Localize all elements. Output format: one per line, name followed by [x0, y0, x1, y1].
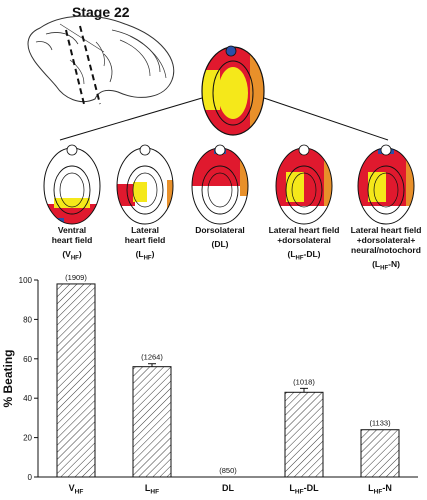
region-orange: [406, 156, 414, 206]
explant-neural-tube: [380, 144, 392, 156]
explant-neural-tube: [139, 144, 151, 156]
bar: [360, 429, 400, 478]
x-tick-label: DL: [222, 483, 234, 493]
region-orange: [240, 156, 248, 196]
inner-ring: [212, 60, 254, 126]
y-ticks: 0 20 40 60 80 100: [19, 276, 38, 482]
explant-abbreviation: (LHF-DL): [287, 249, 320, 262]
region-yellow: [368, 172, 386, 202]
sample-size-label: (1264): [141, 353, 163, 362]
bar: [284, 391, 324, 478]
explant-cavity: [291, 172, 317, 208]
explant-inner-ring: [126, 165, 164, 215]
bar: [56, 283, 96, 478]
explant-label: heart field: [125, 235, 166, 245]
explant-abbreviation: (LHF): [136, 249, 155, 262]
cross-section-large: [201, 45, 265, 136]
explant-cavity: [59, 172, 85, 208]
explant-neural-tube: [214, 144, 226, 156]
explant-diagram: Dorsolateral (DL): [191, 144, 249, 249]
x-tick-label: VHF: [69, 483, 84, 496]
sample-size-label: (1909): [65, 273, 87, 282]
projection-lines: [59, 97, 389, 141]
explant-label: Lateral heart field: [351, 225, 422, 235]
explant-label: +dorsolateral+: [357, 235, 416, 245]
explant-diagram: Lateral heart field+dorsolateral+neural/…: [351, 144, 422, 272]
explant-inner-ring: [285, 165, 323, 215]
explant-label: neural/notochord: [351, 245, 421, 255]
explant-neural-tube: [298, 144, 310, 156]
explant-label: Dorsolateral: [195, 225, 245, 235]
explant-diagram: Lateral heart field+dorsolateral (LHF-DL): [269, 144, 340, 262]
inner-cavity: [218, 67, 248, 119]
y-tick-label: 40: [23, 394, 32, 403]
y-tick-label: 80: [23, 315, 32, 324]
explant-abbreviation: (VHF): [62, 249, 82, 262]
x-tick-labels: VHF LHF DL LHF-DL LHF-N: [69, 483, 392, 496]
explant-inner-ring: [367, 165, 405, 215]
explant-cavity: [373, 172, 399, 208]
neural-tube: [225, 45, 237, 57]
region-yellow: [202, 70, 220, 110]
explant-label: Lateral: [131, 225, 159, 235]
explant-label: Lateral heart field: [269, 225, 340, 235]
embryo-drawing: [27, 15, 175, 103]
explant-label: heart field: [52, 235, 93, 245]
y-tick-label: 0: [28, 473, 33, 482]
section-plane-lines: [65, 25, 101, 105]
explant-neural-tube: [66, 144, 78, 156]
region-orange: [167, 180, 173, 210]
beating-bar-chart: % Beating 0 20 40 60 80 100 (1909) (1264) (850)…: [1, 273, 418, 496]
x-tick-label: LHF-N: [368, 483, 392, 496]
sample-size-label: (1133): [369, 419, 391, 428]
explant-abbreviation: (DL): [212, 239, 229, 249]
region-yellow: [133, 182, 147, 202]
x-tick-label: LHF: [145, 483, 159, 496]
region-yellow: [54, 198, 90, 208]
region-yellow: [286, 172, 304, 202]
y-tick-label: 100: [19, 276, 33, 285]
region-red: [117, 184, 135, 206]
explant-abbreviation: (LHF-N): [372, 259, 400, 272]
explant-inner-ring: [201, 165, 239, 215]
explant-label: +dorsolateral: [277, 235, 331, 245]
bars: (1909) (1264) (850) (1018) (1133): [56, 273, 400, 478]
explant-label: Ventral: [58, 225, 86, 235]
x-tick-label: LHF-DL: [289, 483, 319, 496]
y-tick-label: 20: [23, 434, 32, 443]
sample-size-label: (850): [219, 466, 237, 475]
explant-cavity: [207, 172, 233, 208]
sample-size-label: (1018): [293, 377, 315, 386]
region-orange: [324, 156, 332, 206]
explant-cavity: [132, 172, 158, 208]
y-tick-label: 60: [23, 355, 32, 364]
y-axis-label: % Beating: [1, 349, 15, 407]
bar: [132, 366, 172, 478]
explant-inner-ring: [53, 165, 91, 215]
